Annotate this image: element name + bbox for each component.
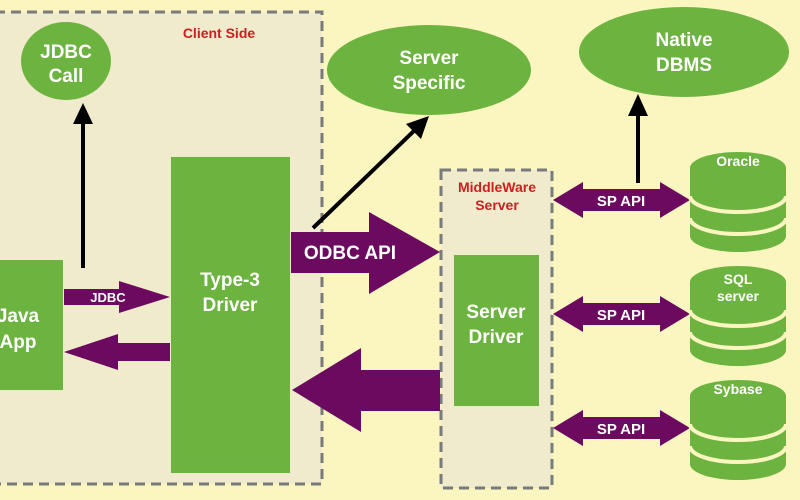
odbc-api-arrow xyxy=(291,212,440,294)
jdbc-call-node xyxy=(21,22,111,100)
sp-api-label-sql-server: SP API xyxy=(597,307,645,324)
native-dbms-label-line2: DBMS xyxy=(656,55,712,76)
java-app-node xyxy=(0,260,63,390)
database-disk-separator xyxy=(688,423,788,442)
database-sybase: Sybase xyxy=(688,380,788,480)
type3-return-arrow xyxy=(292,348,440,432)
server-specific-arrow-shaft xyxy=(311,125,420,230)
server-driver-node xyxy=(454,255,539,406)
database-disk-separator xyxy=(688,195,788,214)
database-label: server xyxy=(717,288,760,304)
server-specific-arrowhead xyxy=(406,116,429,139)
database-disk-separator xyxy=(688,217,788,236)
database-disk-separator xyxy=(688,445,788,464)
client-side-label: Client Side xyxy=(183,25,256,41)
database-label: SQL xyxy=(724,271,753,287)
native-dbms-label-line1: Native xyxy=(655,30,712,51)
java-app-label-line2: App xyxy=(0,332,36,353)
server-specific-label-line1: Server xyxy=(399,48,459,69)
sp-api-arrow-sql-server xyxy=(553,296,690,332)
native-dbms-node xyxy=(579,7,789,97)
sp-api-arrow-sybase xyxy=(553,410,690,446)
database-disk-separator xyxy=(688,309,788,328)
jdbc-call-arrowhead xyxy=(73,103,93,124)
middleware-label-line2: Server xyxy=(475,197,519,213)
server-specific-label-line2: Specific xyxy=(393,73,466,94)
sp-api-arrow-oracle xyxy=(553,182,690,218)
database-label: Oracle xyxy=(716,153,760,169)
odbc-api-arrow-label: ODBC API xyxy=(304,243,396,264)
database-top xyxy=(690,152,786,184)
jdbc-arrow-label: JDBC xyxy=(90,290,126,305)
jdbc-call-label-line1: JDBC xyxy=(40,42,92,63)
jdbc-call-label-line2: Call xyxy=(49,66,84,87)
sp-api-label-oracle: SP API xyxy=(597,193,645,210)
java-app-label-line1: Java xyxy=(0,306,40,327)
jdbc-arrow xyxy=(64,281,170,313)
database-label: Sybase xyxy=(713,381,762,397)
server-driver-label-line1: Server xyxy=(466,302,526,323)
java-app-return-arrow xyxy=(64,334,170,370)
database-top xyxy=(690,380,786,412)
database-top xyxy=(690,266,786,298)
server-specific-node xyxy=(327,25,531,115)
database-oracle: Oracle xyxy=(688,152,788,252)
middleware-label-line1: MiddleWare xyxy=(458,179,536,195)
native-dbms-arrowhead xyxy=(628,94,648,116)
database-disk-separator xyxy=(688,331,788,350)
type3-driver-node xyxy=(171,157,290,473)
sp-api-label-sybase: SP API xyxy=(597,421,645,438)
type3-driver-label-line1: Type-3 xyxy=(200,270,260,291)
type3-driver-label-line2: Driver xyxy=(203,295,259,316)
server-driver-label-line2: Driver xyxy=(469,327,525,348)
